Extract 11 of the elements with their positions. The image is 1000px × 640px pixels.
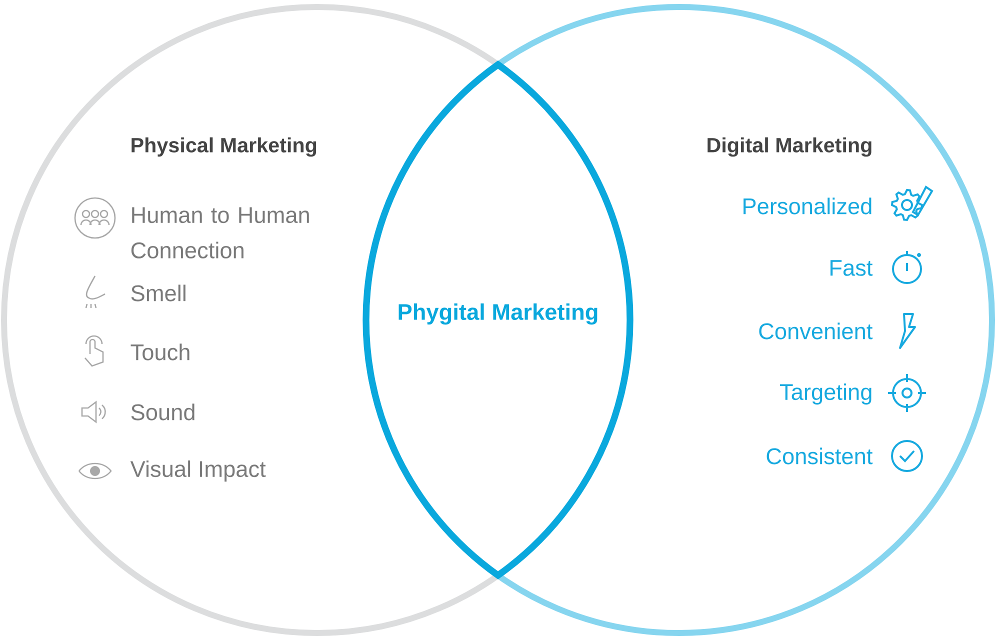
item-label: Fast bbox=[830, 260, 873, 276]
item-label: Human to Human Connection bbox=[131, 207, 309, 258]
item-label: Smell bbox=[131, 284, 186, 302]
item-label: Sound bbox=[131, 404, 194, 420]
item-label: Convenient bbox=[759, 322, 873, 340]
item-label: Visual Impact bbox=[130, 460, 266, 482]
overlap-lens: Phygital Marketing bbox=[362, 61, 634, 579]
item-label: Touch bbox=[130, 344, 190, 360]
item-label: Personalized bbox=[744, 198, 872, 214]
item-label: Consistent bbox=[766, 448, 873, 464]
item-label: Targeting bbox=[780, 383, 872, 405]
